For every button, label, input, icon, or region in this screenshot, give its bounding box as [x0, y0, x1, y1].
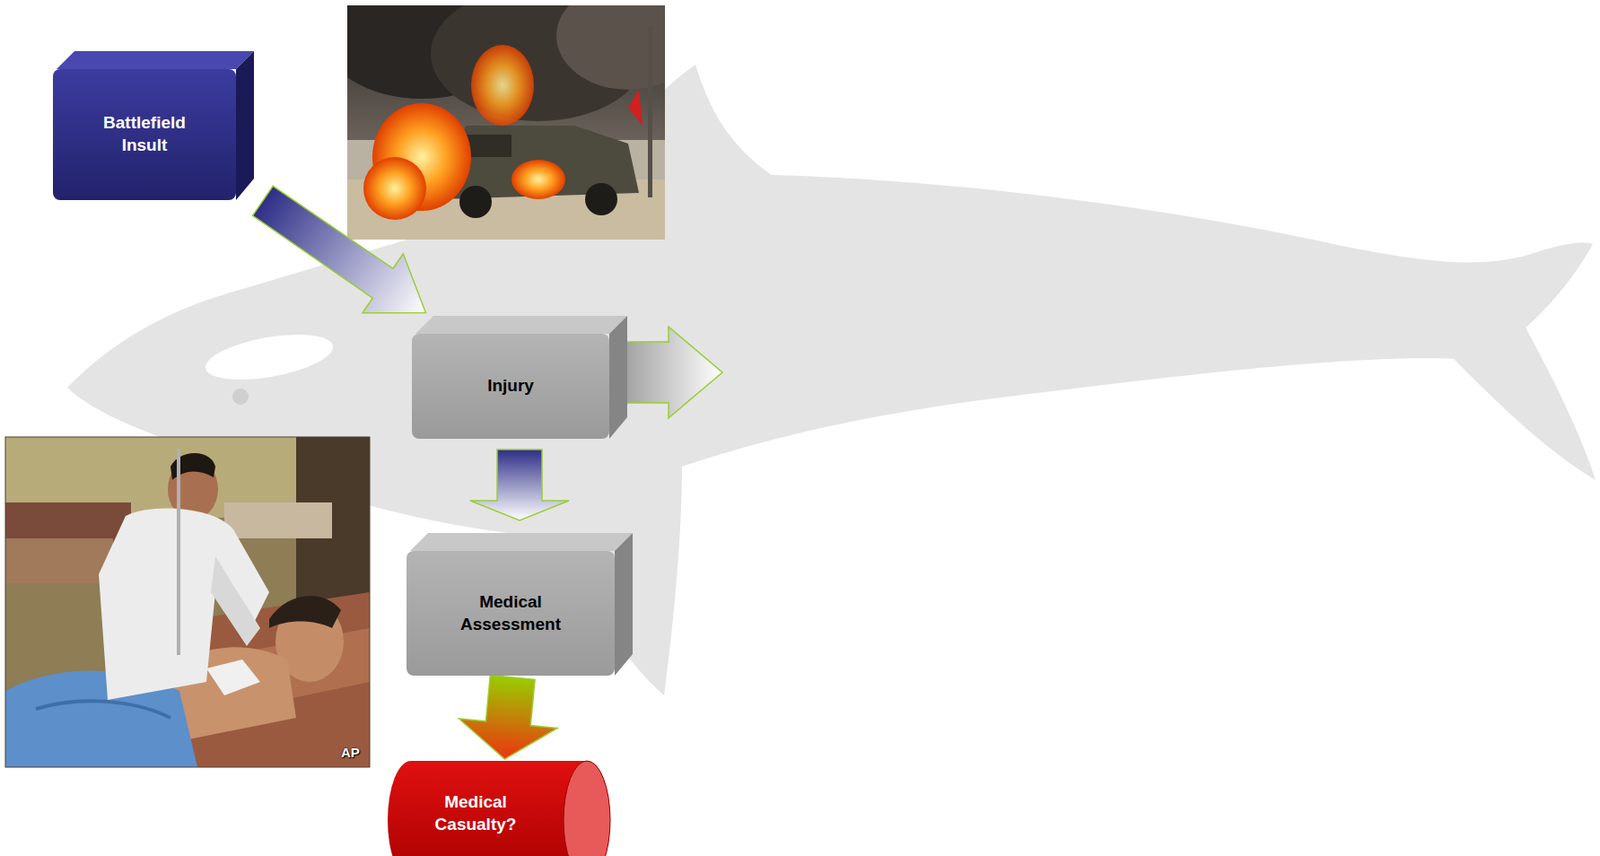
block-arrow [470, 449, 569, 521]
outcome-cylinder: Medical Casualty? [387, 760, 611, 856]
block-arrow [459, 675, 559, 760]
whale-eye [232, 388, 249, 405]
process-box: Injury [411, 315, 628, 439]
block-arrow [253, 185, 427, 313]
insult-box: Battlefield Insult [52, 51, 254, 201]
box-front-face [52, 69, 237, 201]
box-top-face [56, 51, 254, 70]
box-side-face [609, 315, 628, 439]
node-label: Battlefield Insult [86, 112, 203, 157]
side-block-arrow [617, 326, 723, 419]
node-label: Medical Casualty? [417, 791, 534, 836]
node-text: Battlefield Insult [86, 112, 203, 157]
box-side-face [614, 533, 633, 676]
process-box: Medical Assessment [406, 533, 633, 676]
node-text: Injury [487, 375, 534, 398]
node-label: Injury [487, 375, 534, 398]
box-top-face [410, 533, 633, 551]
box-top-face [415, 315, 628, 334]
photo-credit: AP [340, 744, 360, 761]
photo-frame [5, 437, 370, 768]
node-text: Medical Assessment [452, 591, 569, 636]
node-label: Medical Assessment [452, 591, 569, 636]
burning-vehicle-photo [347, 5, 665, 240]
box-side-face [236, 51, 254, 201]
box-front-face [406, 550, 615, 676]
cylinder-body [387, 760, 611, 856]
cylinder-end [563, 760, 611, 856]
whale-watermark [67, 64, 1596, 696]
whale-body [67, 64, 1596, 696]
node-text: Medical Casualty? [417, 791, 534, 836]
medical-scene-photo [5, 437, 370, 768]
whale-eye-patch [201, 326, 336, 388]
box-front-face [411, 333, 610, 439]
